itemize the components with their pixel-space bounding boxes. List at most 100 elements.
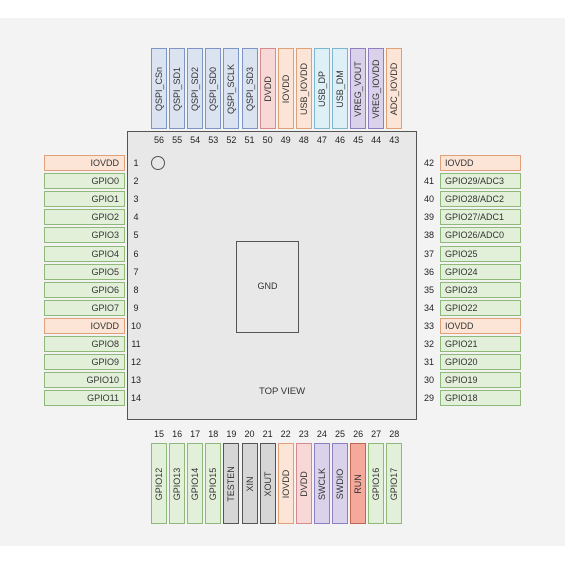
pin-label-qspi_csn: QSPI_CSn [151,48,167,129]
pin-label-dvdd: DVDD [295,443,312,524]
pin-label-vreg_iovdd: VREG_IOVDD [368,48,385,129]
pin-label-gpio27-adc1: GPIO27/ADC1 [440,209,521,226]
pin-label-gpio22: GPIO22 [440,299,521,316]
pin-label-gpio2: GPIO2 [44,209,125,226]
pin-number: 29 [423,393,434,404]
pin-label-gpio9: GPIO9 [44,354,125,371]
pin-label-text: IOVDD [280,74,291,103]
pin1-marker [151,156,165,170]
pin-label-gpio20: GPIO20 [440,354,521,371]
pin-label-text: VREG_IOVDD [371,58,382,119]
pin-label-text: ADC_IOVDD [389,62,400,115]
pin-number: 16 [172,429,183,439]
pin-label-text: GPIO16 [371,467,382,500]
pin-number: 1 [133,158,139,168]
pin-number: 15 [153,429,164,439]
pin-label-text: XIN [244,475,255,492]
pin-label-swdio: SWDIO [332,443,348,524]
pin-label-gpio17: GPIO17 [386,443,403,524]
pin-label-text: TESTEN [226,465,237,502]
pin-number: 7 [133,266,139,277]
pin-label-dvdd: DVDD [259,48,276,129]
pin-label-gpio14: GPIO14 [187,443,204,524]
pin-number: 54 [190,135,201,145]
pin-label-gpio11: GPIO11 [44,390,125,407]
pin-label-iovdd: IOVDD [440,155,521,171]
pin-number: 6 [133,248,139,259]
pin-label-xout: XOUT [259,443,276,524]
pin-label-gpio25: GPIO25 [440,245,521,262]
pin-label-text: GPIO12 [154,467,164,500]
pin-label-gpio18: GPIO18 [440,390,521,407]
pin-number: 5 [133,230,139,241]
pin-number: 44 [371,135,382,145]
pin-label-text: QSPI_SD1 [172,66,183,111]
pin-label-text: QSPI_SCLK [226,63,237,114]
pin-number: 28 [389,429,400,439]
pin-label-gpio24: GPIO24 [440,263,521,280]
pin-number: 23 [298,429,309,439]
pin-number: 51 [244,135,255,145]
pin-number: 17 [190,429,201,439]
pin-number: 13 [130,375,141,386]
pin-label-gpio0: GPIO0 [44,173,125,190]
pin-label-qspi_sd0: QSPI_SD0 [205,48,222,129]
pin-number: 9 [133,302,139,313]
pin-number: 10 [130,320,141,331]
pin-number: 49 [280,135,291,145]
pin-label-text: DVDD [298,470,309,497]
pin-number: 36 [423,266,434,277]
pin-label-iovdd: IOVDD [44,155,125,171]
pin-label-text: XOUT [262,470,273,497]
pin-label-gpio10: GPIO10 [44,372,125,389]
pin-label-gpio6: GPIO6 [44,281,125,298]
pin-label-usb_dm: USB_DM [332,48,348,129]
pin-number: 34 [423,302,434,313]
pin-number: 25 [334,429,345,439]
pin-number: 35 [423,284,434,295]
pin-label-gpio15: GPIO15 [205,443,222,524]
pin-label-text: QSPI_SD2 [190,66,201,111]
pin-number: 26 [353,429,364,439]
pin-number: 47 [316,135,327,145]
pin-label-gpio1: GPIO1 [44,191,125,208]
pin-number: 56 [153,135,164,145]
pin-label-iovdd: IOVDD [440,317,521,334]
pin-number: 45 [353,135,364,145]
pin-label-run: RUN [350,443,367,524]
pin-label-qspi_sclk: QSPI_SCLK [223,48,240,129]
pin-number: 41 [423,176,434,187]
pin-number: 37 [423,248,434,259]
pin-number: 20 [244,429,255,439]
pin-number: 31 [423,357,434,368]
pin-number: 30 [423,375,434,386]
pin-label-text: QSPI_SD0 [208,66,219,111]
pin-label-adc_iovdd: ADC_IOVDD [386,48,403,129]
pin-label-text: SWDIO [335,468,345,499]
pin-number: 19 [226,429,237,439]
pin-label-testen: TESTEN [223,443,240,524]
top-view-label: TOP VIEW [258,386,306,397]
pin-label-text: VREG_VOUT [353,60,364,117]
pin-label-gpio8: GPIO8 [44,336,125,352]
pin-number: 46 [334,135,345,145]
pin-label-gpio21: GPIO21 [440,336,521,352]
ground-pad [236,241,299,333]
pin-number: 32 [423,339,434,349]
pin-number: 50 [262,135,273,145]
pin-label-gpio5: GPIO5 [44,263,125,280]
pin-label-gpio16: GPIO16 [368,443,385,524]
pin-number: 21 [262,429,273,439]
pin-number: 24 [316,429,327,439]
pin-label-text: SWCLK [316,467,327,500]
pin-label-text: RUN [353,473,364,494]
pin-label-text: GPIO17 [389,467,400,500]
pin-label-gpio4: GPIO4 [44,245,125,262]
pin-label-iovdd: IOVDD [277,48,294,129]
pin-label-gpio26-adc0: GPIO26/ADC0 [440,227,521,244]
pin-label-gpio19: GPIO19 [440,372,521,389]
pin-label-iovdd: IOVDD [277,443,294,524]
pin-label-swclk: SWCLK [313,443,330,524]
pin-number: 18 [208,429,219,439]
pin-label-text: QSPI_CSn [154,66,164,111]
